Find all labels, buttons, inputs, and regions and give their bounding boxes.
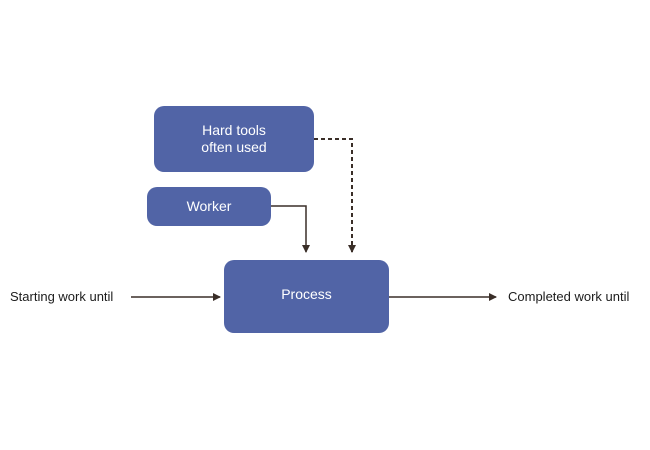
hard-tools-to-process-arrow xyxy=(314,138,356,253)
input-label: Starting work until xyxy=(10,289,114,304)
worker-to-process-arrow xyxy=(271,205,310,253)
worker-node: Worker xyxy=(147,187,271,226)
worker-label: Worker xyxy=(186,198,232,214)
process-node: Process xyxy=(224,260,389,333)
hard-tools-node: Hard tools often used xyxy=(154,106,314,172)
output-label: Completed work until xyxy=(508,289,630,304)
process-label: Process xyxy=(281,286,332,302)
hard-tools-label: Hard tools often used xyxy=(201,122,267,155)
